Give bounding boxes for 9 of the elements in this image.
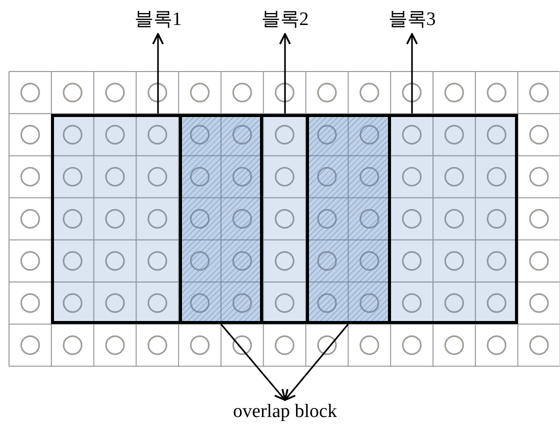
arrow xyxy=(220,324,286,401)
arrow xyxy=(406,33,418,114)
arrow xyxy=(279,33,291,114)
block-label: 블록3 xyxy=(376,8,448,34)
overlap-label: overlap block xyxy=(215,400,355,426)
block-label: 블록1 xyxy=(122,8,194,34)
arrow xyxy=(152,33,164,114)
arrow xyxy=(284,324,349,401)
block-label: 블록2 xyxy=(249,8,321,34)
